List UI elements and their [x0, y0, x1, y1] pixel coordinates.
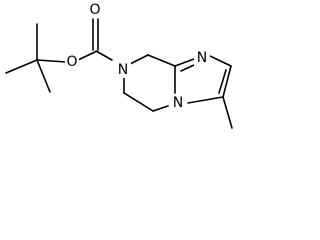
- atom-imidazole-nitrogen: N: [194, 50, 210, 66]
- bond-c2-to-c3: [222, 65, 232, 98]
- bond-c2-to-c3-inner: [218, 69, 227, 94]
- piperazine-ring: [123, 54, 176, 112]
- bond-c8a-to-n1: [174, 58, 195, 67]
- atom-ether-oxygen: O: [65, 53, 79, 70]
- bond-n1-to-c2: [209, 55, 232, 67]
- atom-bridgehead-nitrogen: N: [170, 95, 186, 111]
- bond-tbu-to-ether-oxygen: [36, 59, 67, 63]
- bond-c8-to-c8a: [147, 54, 176, 67]
- bond-c8a-to-n1-inner: [180, 64, 195, 72]
- atom-carbonyl-oxygen: O: [88, 2, 102, 18]
- carbamate-group: [77, 18, 113, 61]
- atom-label-ether-oxygen: O: [66, 54, 77, 70]
- chemical-structure-diagram: O O N N N: [5, 2, 233, 129]
- tert-butyl-group: [5, 23, 67, 93]
- atom-label-bridgehead-nitrogen: N: [173, 95, 183, 111]
- atom-label-carbonyl-oxygen: O: [89, 2, 100, 18]
- bond-n4-to-c5: [152, 105, 169, 112]
- bond-tbu-methyl-bottom: [36, 59, 51, 93]
- bond-c3-to-n4: [187, 96, 224, 104]
- atom-label-imidazole-nitrogen: N: [197, 50, 207, 66]
- bond-tbu-methyl-left: [5, 59, 38, 74]
- atom-label-carbamate-nitrogen: N: [118, 62, 128, 78]
- bond-c5-to-c6: [123, 92, 154, 112]
- imidazole-ring: [174, 55, 233, 129]
- bond-carbonyl-carbon-to-nitrogen: [95, 50, 113, 61]
- bond-n7-to-c8: [129, 54, 149, 65]
- bond-ether-oxygen-to-carbonyl-carbon: [77, 51, 96, 61]
- atom-carbamate-nitrogen: N: [115, 62, 131, 78]
- bond-c3-to-methyl: [222, 96, 233, 129]
